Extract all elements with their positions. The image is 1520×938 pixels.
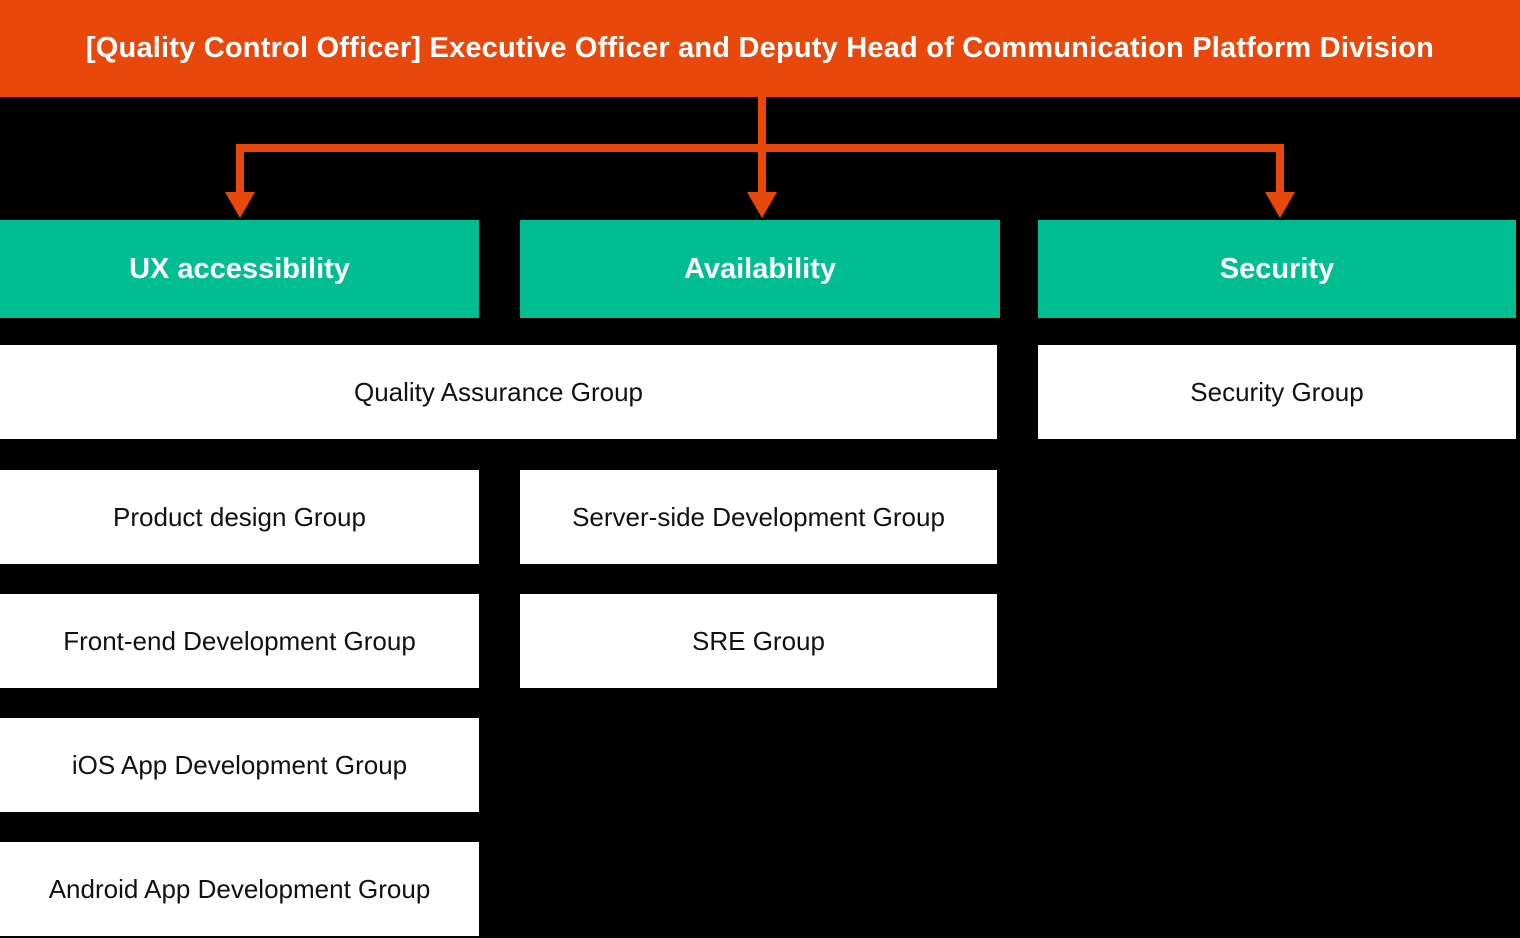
card-android-app-development-group: Android App Development Group (0, 842, 479, 936)
header-security: Security (1038, 220, 1516, 318)
card-front-end-development-group-label: Front-end Development Group (63, 625, 416, 656)
card-sre-group: SRE Group (520, 594, 997, 688)
card-security-group: Security Group (1038, 345, 1516, 439)
header-ux-accessibility: UX accessibility (0, 220, 479, 318)
division-banner-title: [Quality Control Officer] Executive Offi… (85, 32, 1435, 64)
card-quality-assurance-group: Quality Assurance Group (0, 345, 997, 439)
header-ux-accessibility-label: UX accessibility (129, 252, 350, 285)
card-server-side-development-group: Server-side Development Group (520, 470, 997, 564)
header-availability-label: Availability (683, 252, 837, 285)
division-banner: [Quality Control Officer] Executive Offi… (0, 0, 1520, 97)
header-security-label: Security (1219, 252, 1335, 285)
connector-right-stem (1276, 144, 1284, 194)
card-product-design-group-label: Product design Group (113, 501, 366, 532)
connector-left-stem (236, 144, 244, 194)
header-availability: Availability (520, 220, 1000, 318)
connector-horizontal-line (236, 144, 1284, 152)
card-security-group-label: Security Group (1190, 376, 1364, 407)
arrow-down-icon (747, 192, 777, 218)
card-front-end-development-group: Front-end Development Group (0, 594, 479, 688)
card-android-app-development-group-label: Android App Development Group (48, 873, 431, 904)
card-product-design-group: Product design Group (0, 470, 479, 564)
card-ios-app-development-group-label: iOS App Development Group (71, 749, 408, 780)
card-ios-app-development-group: iOS App Development Group (0, 718, 479, 812)
card-sre-group-label: SRE Group (692, 625, 825, 656)
arrow-down-icon (225, 192, 255, 218)
card-server-side-development-group-label: Server-side Development Group (572, 501, 945, 532)
arrow-down-icon (1265, 192, 1295, 218)
card-quality-assurance-group-label: Quality Assurance Group (353, 376, 644, 407)
